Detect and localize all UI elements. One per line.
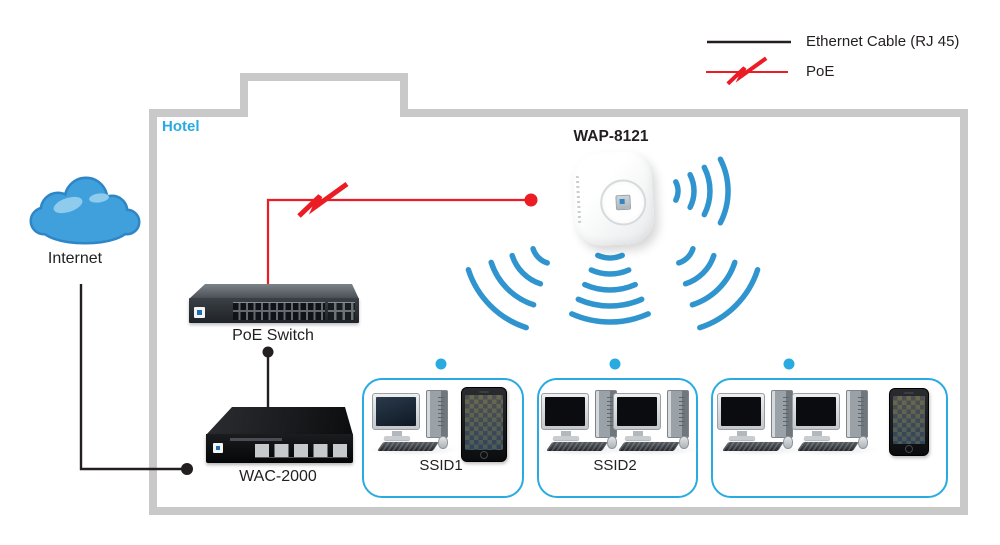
wac-brand-logo-icon (213, 443, 223, 453)
legend-poe-label: PoE (806, 63, 835, 80)
desktop-computer-icon (368, 390, 458, 456)
pc-screen (617, 397, 657, 426)
wap-ring (599, 178, 648, 227)
ethernet-line-wac2000-switch (262, 346, 274, 410)
switch-top-face (189, 284, 359, 299)
pc-screen (545, 397, 585, 426)
pc-monitor-stand (561, 431, 571, 436)
pc-tower-vents (607, 397, 613, 427)
pc-tower (846, 390, 868, 438)
desktop-computer-icon (788, 390, 878, 456)
pc-mouse (858, 436, 868, 449)
pc-tower-vents (858, 397, 864, 427)
smartphone-icon (461, 387, 507, 462)
pc-keyboard (376, 442, 440, 451)
connection-dot-wap (524, 193, 538, 207)
smartphone-icon (889, 388, 929, 456)
pc-monitor-base (625, 436, 651, 440)
pc-keyboard (617, 442, 681, 451)
phone-screen (465, 395, 503, 450)
hotel-label: Hotel (162, 118, 200, 135)
pc-tower-vents (679, 397, 685, 427)
phone-speaker (904, 392, 914, 394)
pc-tower (667, 390, 689, 438)
pc-tower (426, 390, 448, 438)
wap-vents (575, 175, 582, 226)
ssid1-label: SSID1 (419, 457, 463, 474)
legend-ethernet-label: Ethernet Cable (RJ 45) (806, 33, 960, 50)
pc-screen (796, 397, 836, 426)
ssid2-label: SSID2 (593, 457, 637, 474)
ssid2-dot (609, 358, 621, 370)
wifi-waves-down-left-icon (465, 246, 550, 331)
wifi-waves-down-right-icon (676, 246, 761, 331)
switch-front-face (189, 298, 359, 323)
phone-home-button (480, 451, 488, 459)
pc-monitor-stand (737, 431, 747, 436)
pc-screen (376, 397, 416, 426)
wac-front-face (206, 434, 353, 463)
pc-mouse (679, 436, 689, 449)
internet-cloud-icon (29, 176, 141, 245)
pc-keyboard (545, 442, 609, 451)
pc-monitor-stand (392, 431, 402, 436)
desktop-computer-icon (713, 390, 803, 456)
desktop-computer-icon (537, 390, 627, 456)
pc-tower-vents (783, 397, 789, 427)
pc-monitor (541, 393, 589, 430)
pc-monitor-base (804, 436, 830, 440)
pc-monitor (372, 393, 420, 430)
wac-model-print (230, 438, 282, 441)
pc-monitor-base (729, 436, 755, 440)
wac-top-face (206, 407, 353, 435)
pc-tower-vents (438, 397, 444, 427)
phone-home-button (905, 445, 913, 453)
pc-monitor (613, 393, 661, 430)
ethernet-line-internet-wac2000 (79, 284, 193, 475)
wap-brand-logo-icon (615, 194, 632, 211)
poe-switch-device (189, 284, 359, 324)
wifi-waves-east-icon (673, 156, 731, 226)
poe-line-switch-wap (266, 181, 538, 292)
pc-monitor (792, 393, 840, 430)
phone-speaker (479, 391, 489, 393)
pc-monitor (717, 393, 765, 430)
poe-lightning-icon (297, 181, 349, 218)
internet-label: Internet (47, 250, 103, 267)
pc-keyboard (796, 442, 860, 451)
pc-screen (721, 397, 761, 426)
pc-monitor-base (384, 436, 410, 440)
pc-tower (771, 390, 793, 438)
building-outline (149, 73, 968, 515)
ssid1-dot (435, 358, 447, 370)
connection-dot-wac2000 (181, 463, 193, 475)
desktop-computer-icon (609, 390, 699, 456)
wac-rj45-ports (255, 444, 348, 458)
pc-mouse (438, 436, 448, 449)
wac-2000-label: WAC-2000 (239, 468, 317, 485)
pc-monitor-stand (812, 431, 822, 436)
wifi-waves-down-icon (569, 252, 651, 325)
legend-lightning-icon (726, 56, 768, 86)
pc-monitor-stand (633, 431, 643, 436)
switch-uplink-ports (328, 302, 355, 320)
pc-keyboard (721, 442, 785, 451)
ssid3-dot (783, 358, 795, 370)
poe-switch-label: PoE Switch (232, 327, 314, 344)
switch-brand-logo-icon (194, 307, 205, 318)
pc-monitor-base (553, 436, 579, 440)
wap-8121-device (571, 149, 656, 248)
switch-rj45-ports (233, 302, 325, 320)
wap-8121-label: WAP-8121 (573, 128, 649, 145)
phone-screen (893, 396, 925, 444)
wac-2000-device (206, 407, 353, 463)
